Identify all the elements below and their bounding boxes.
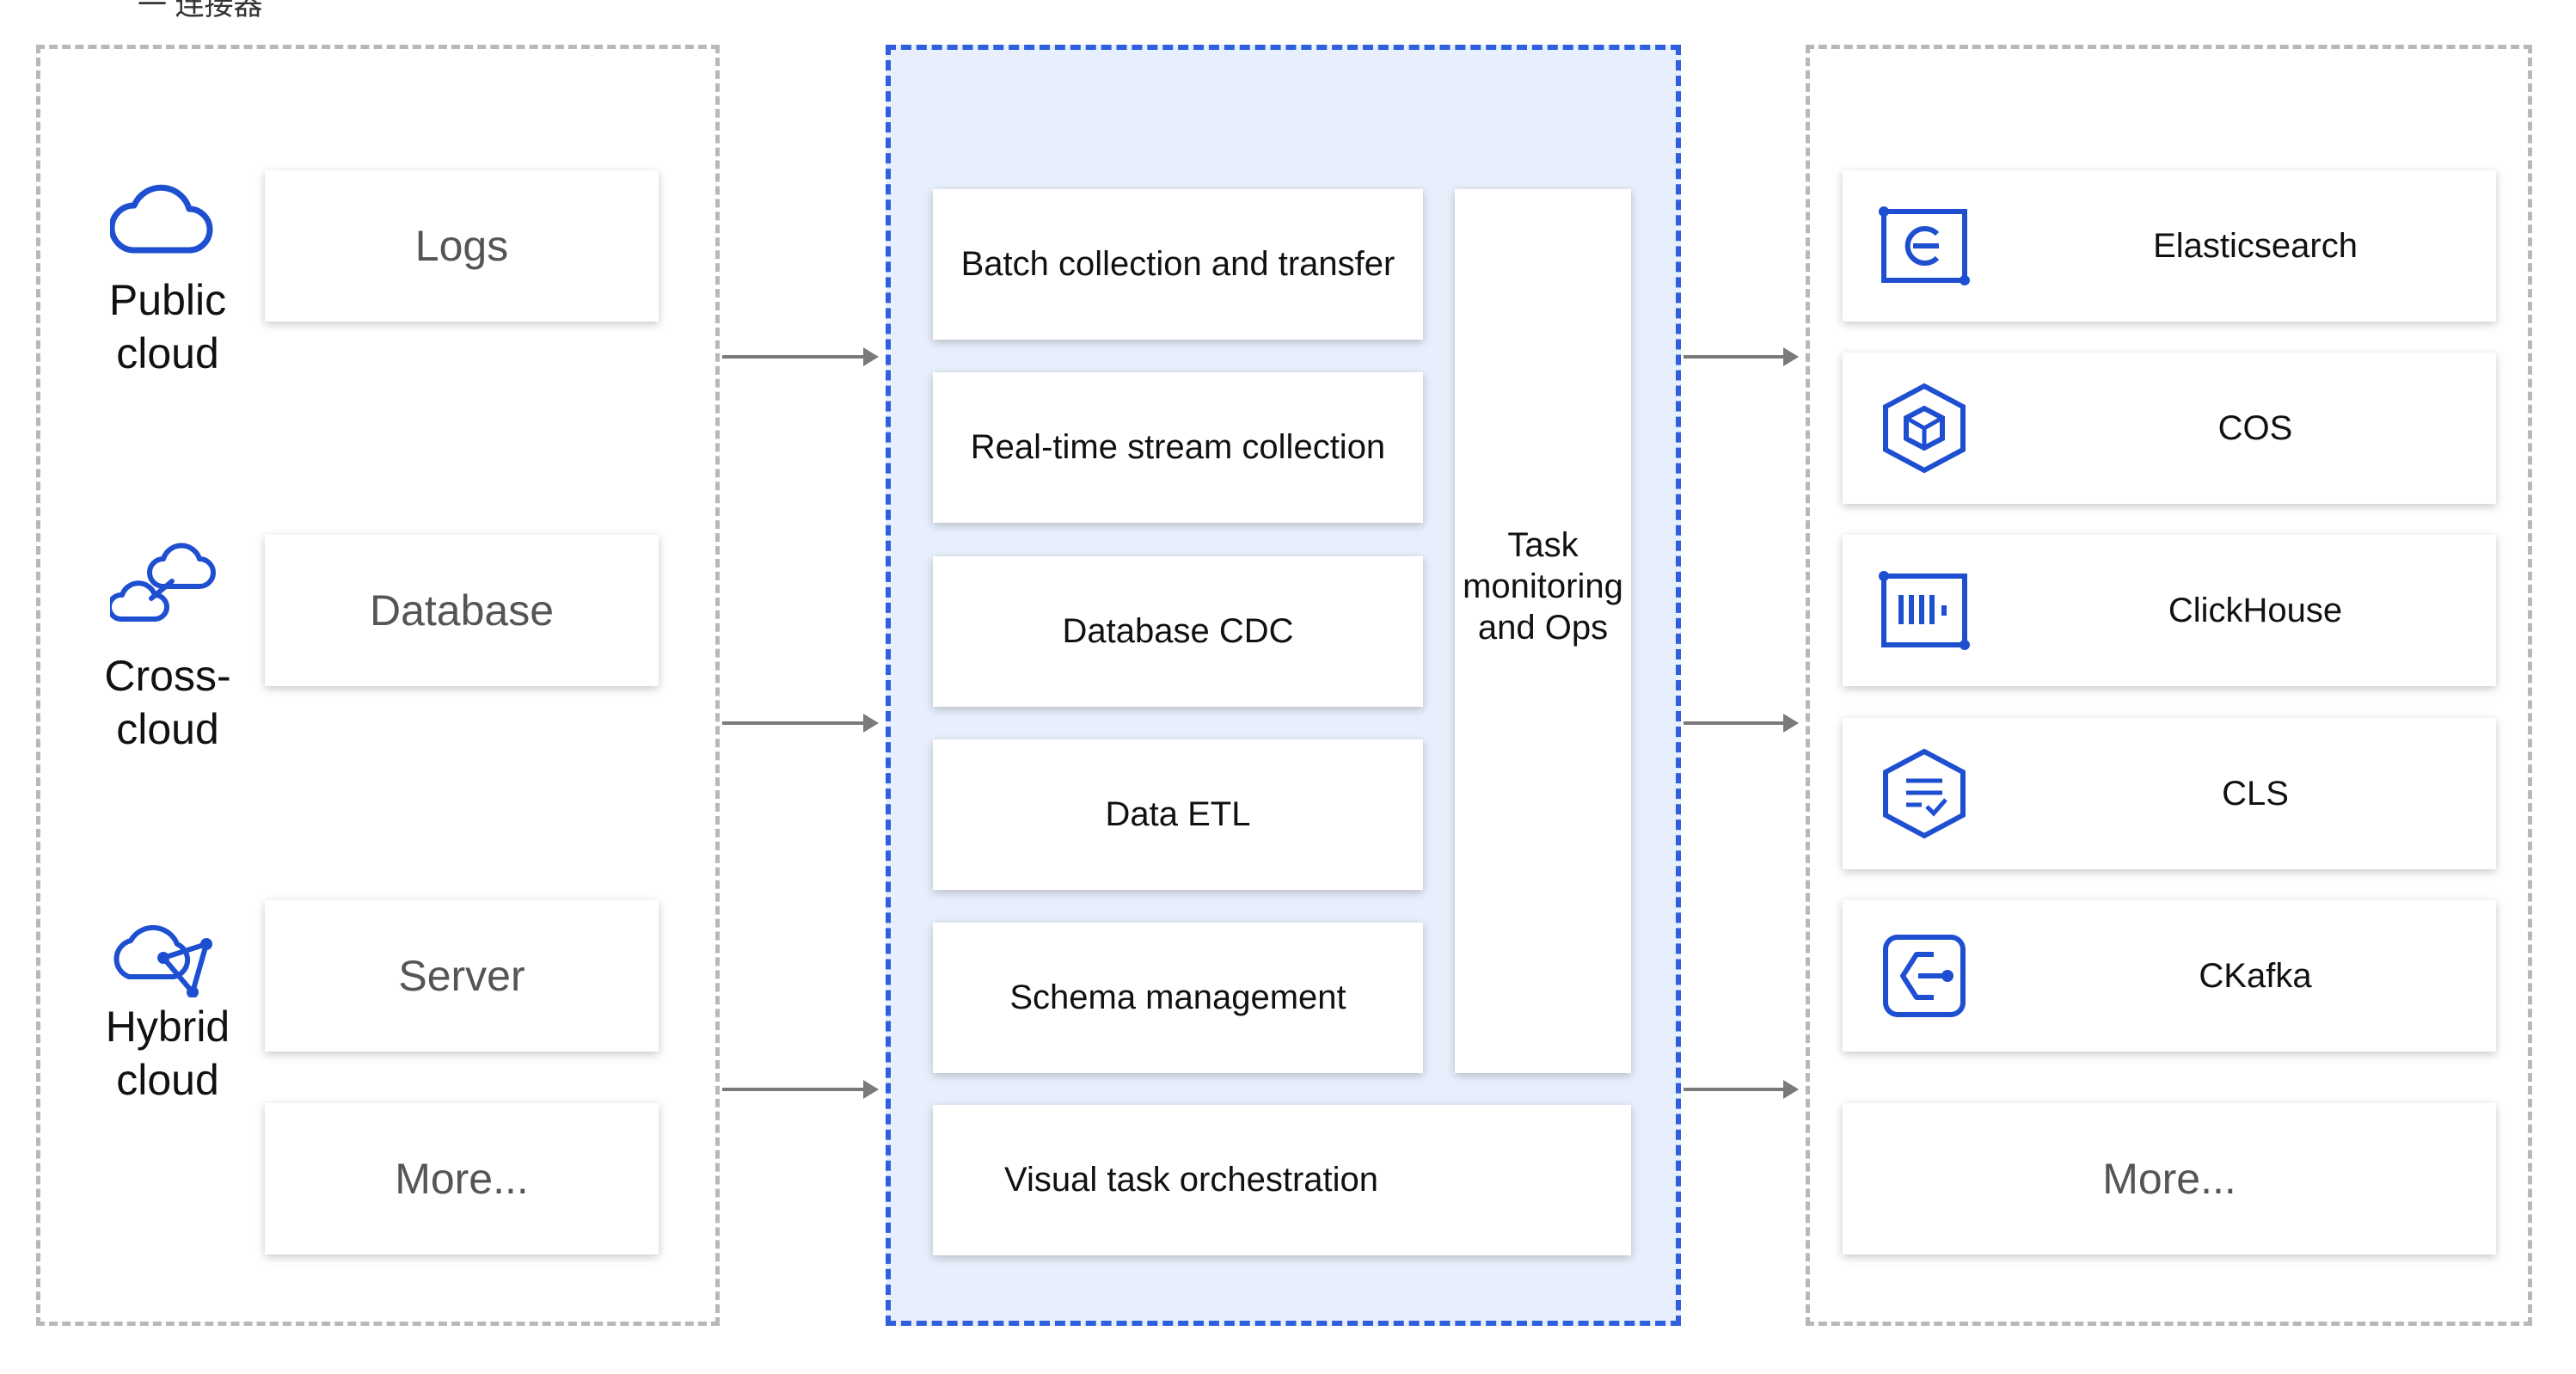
- source-database-card: Database: [265, 535, 659, 686]
- dest-label: CLS: [2222, 774, 2289, 813]
- cross-cloud-icon: [110, 543, 216, 622]
- ckafka-icon: [1883, 935, 1966, 1017]
- visual-task-orchestration-card: Visual task orchestration: [933, 1105, 1631, 1255]
- dest-label: ClickHouse: [2168, 591, 2343, 629]
- capability-database-cdc: Database CDC: [933, 556, 1423, 707]
- env-label-hybrid-cloud: Hybrid cloud: [105, 1003, 230, 1104]
- elasticsearch-icon: [1879, 206, 1970, 285]
- hybrid-cloud-icon: [113, 924, 212, 997]
- dest-label: More...: [2102, 1155, 2236, 1203]
- dest-clickhouse-card: ClickHouse: [1843, 535, 2496, 686]
- cloud-icon: [110, 184, 213, 254]
- capability-schema-management: Schema management: [933, 923, 1423, 1073]
- destinations-frame: [1806, 45, 2532, 1326]
- task-monitoring-card: Task monitoring and Ops: [1455, 189, 1631, 1073]
- dest-elasticsearch-card: Elasticsearch: [1843, 170, 2496, 322]
- dest-ckafka-card: CKafka: [1843, 900, 2496, 1052]
- dest-label: CKafka: [2199, 956, 2312, 995]
- env-label-cross-cloud: Cross-cloud: [104, 652, 231, 753]
- dest-label: Elasticsearch: [2153, 226, 2358, 265]
- orchestration-label: Visual task orchestration: [1004, 1161, 1379, 1199]
- capability-batch-collection: Batch collection and transfer: [933, 189, 1423, 340]
- clickhouse-icon: [1879, 571, 1970, 650]
- source-more-card: More...: [265, 1103, 659, 1254]
- dest-more-card: More...: [1843, 1103, 2496, 1254]
- task-monitoring-label: Task monitoring and Ops: [1463, 526, 1623, 647]
- cls-icon: [1883, 748, 1966, 839]
- sources-frame: [36, 45, 720, 1326]
- cos-icon: [1883, 383, 1966, 474]
- source-server-card: Server: [265, 900, 659, 1052]
- clipped-header-text: 一 连接器: [138, 0, 263, 21]
- dest-label: COS: [2217, 408, 2293, 447]
- source-logs-card: Logs: [265, 170, 659, 322]
- dest-cls-card: CLS: [1843, 718, 2496, 869]
- dest-cos-card: COS: [1843, 353, 2496, 504]
- env-label-public-cloud: Public cloud: [108, 276, 227, 377]
- capability-data-etl: Data ETL: [933, 739, 1423, 890]
- capability-realtime-stream: Real-time stream collection: [933, 372, 1423, 523]
